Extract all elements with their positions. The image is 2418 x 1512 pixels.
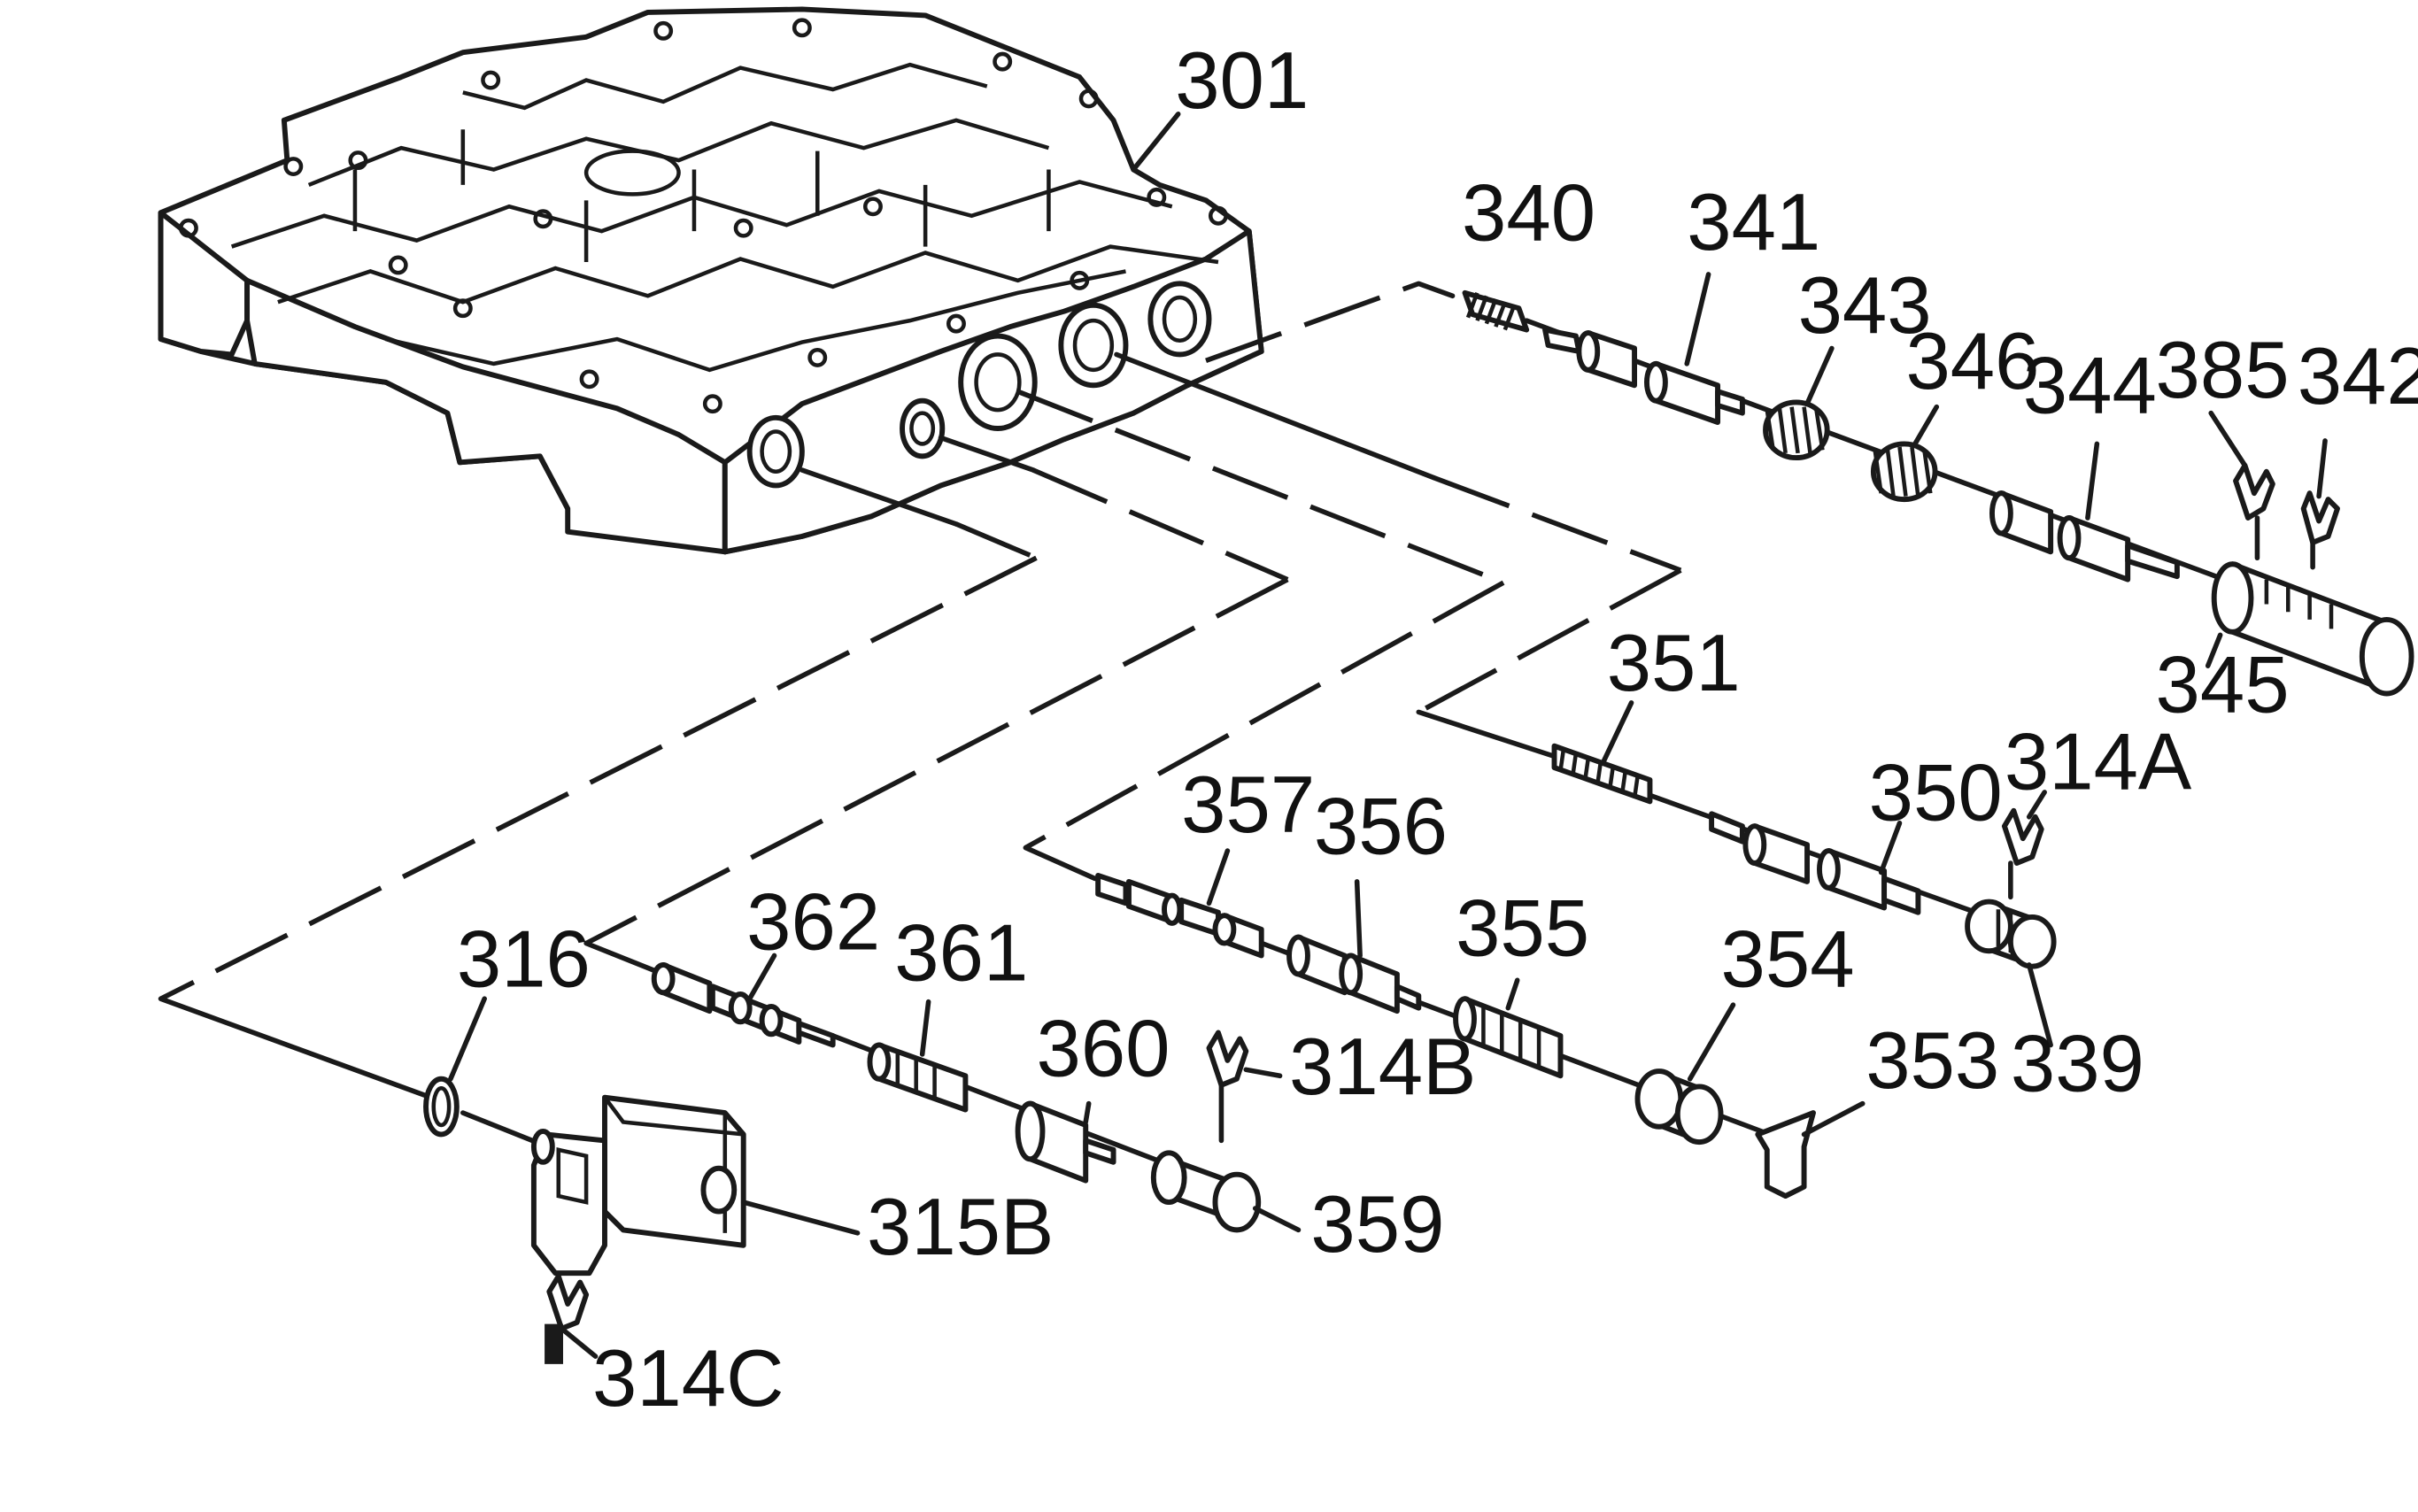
callout-360: 360: [1036, 1004, 1170, 1093]
callout-359: 359: [1310, 1180, 1444, 1269]
part-342-clip: [2300, 438, 2340, 570]
part-316-o-ring: [423, 996, 487, 1138]
part-343-spring: [1763, 345, 1835, 461]
part-385-clip: [2208, 410, 2275, 561]
callout-340: 340: [1462, 169, 1595, 258]
part-356-valve: [1286, 879, 1422, 1014]
callout-385: 385: [2156, 326, 2290, 415]
callout-353: 353: [1866, 1016, 1999, 1106]
callout-343: 343: [1798, 261, 1932, 351]
callout-344: 344: [2023, 342, 2157, 431]
callout-356: 356: [1314, 783, 1448, 872]
callout-314B: 314B: [1289, 1022, 1476, 1112]
callout-354: 354: [1721, 914, 1855, 1004]
part-339-plug: [1965, 899, 2057, 1048]
callout-301: 301: [1175, 36, 1309, 126]
part-357-valve: [1095, 848, 1264, 959]
part-359-plug: [1150, 1150, 1302, 1233]
part-354-plug: [1634, 1002, 1736, 1146]
callout-357: 357: [1181, 760, 1315, 850]
callout-314A: 314A: [2005, 717, 2192, 806]
callout-361: 361: [894, 908, 1028, 998]
part-315B-solenoid: [530, 1094, 861, 1277]
part-341-valve: [1542, 272, 1745, 426]
part-345-sleeve: [2205, 561, 2414, 697]
valve-body-301: [158, 6, 1264, 555]
callout-339: 339: [2011, 1020, 2144, 1109]
part-340-spring: [1462, 289, 1530, 333]
part-355-spring: [1453, 977, 1564, 1079]
callout-342: 342: [2298, 332, 2418, 421]
callout-355: 355: [1456, 883, 1589, 973]
part-314C-clip: [545, 1273, 599, 1364]
callout-345: 345: [2156, 640, 2290, 729]
part-353-retainer: [1755, 1100, 1866, 1200]
part-346-spring: [1870, 404, 1940, 503]
part-362-valve: [651, 953, 836, 1048]
callout-314C: 314C: [592, 1334, 784, 1423]
part-314A-clip: [2001, 790, 2047, 900]
callout-341: 341: [1687, 178, 1820, 267]
part-351-spring: [1551, 700, 1653, 805]
callout-350: 350: [1869, 748, 2003, 837]
callout-316: 316: [457, 914, 591, 1004]
callout-346: 346: [1905, 317, 2039, 406]
callout-351: 351: [1607, 619, 1741, 708]
part-360-plug: [1015, 1100, 1116, 1184]
callout-362: 362: [746, 878, 880, 968]
part-350-valve: [1709, 811, 1921, 915]
callout-labels: 301 340 341 343 346 344 385 342 345 351 …: [457, 36, 2418, 1423]
part-314B-clip: [1206, 1030, 1283, 1144]
part-361-spring: [867, 999, 969, 1113]
part-344-valve: [1989, 441, 2180, 582]
callout-315B: 315B: [867, 1183, 1054, 1272]
